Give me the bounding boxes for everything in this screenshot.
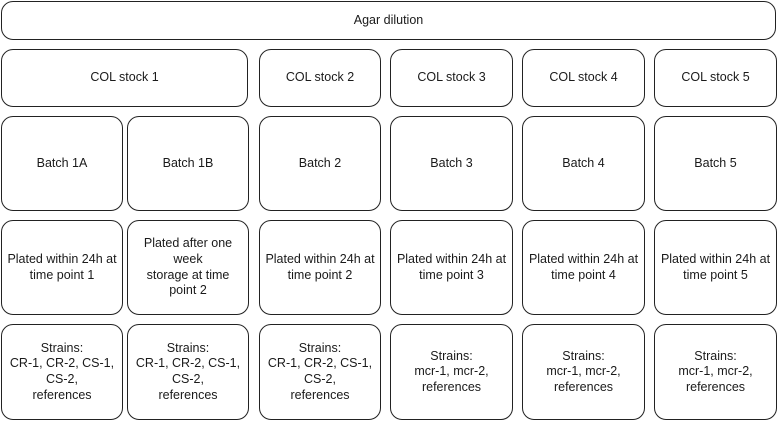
strains-node-5: Strains: mcr-1, mcr-2, references (654, 324, 777, 420)
batch-node-1a: Batch 1A (1, 116, 123, 211)
plating-label-3: Plated within 24h at time point 3 (396, 251, 507, 282)
plating-label-2: Plated within 24h at time point 2 (265, 251, 375, 282)
batch-label-5: Batch 5 (694, 155, 737, 170)
strains-label-1a: Strains: CR-1, CR-2, CS-1, CS-2, referen… (9, 340, 115, 402)
strains-label-5: Strains: mcr-1, mcr-2, references (678, 348, 753, 394)
batch-label-1a: Batch 1A (36, 155, 88, 170)
strains-node-2: Strains: CR-1, CR-2, CS-1, CS-2, referen… (259, 324, 381, 420)
plating-node-3: Plated within 24h at time point 3 (390, 220, 513, 315)
strains-label-1b: Strains: CR-1, CR-2, CS-1, CS-2, referen… (135, 340, 241, 402)
stock-node-1: COL stock 1 (1, 49, 248, 107)
plating-node-2: Plated within 24h at time point 2 (259, 220, 381, 315)
plating-label-1b: Plated after one week storage at time po… (143, 236, 233, 298)
batch-node-4: Batch 4 (522, 116, 645, 211)
strains-label-4: Strains: mcr-1, mcr-2, references (546, 348, 621, 394)
batch-label-1b: Batch 1B (162, 155, 214, 170)
strains-node-3: Strains: mcr-1, mcr-2, references (390, 324, 513, 420)
batch-node-1b: Batch 1B (127, 116, 249, 211)
stock-label-3: COL stock 3 (417, 70, 486, 85)
plating-node-5: Plated within 24h at time point 5 (654, 220, 777, 315)
stock-label-2: COL stock 2 (285, 70, 355, 85)
plating-label-1a: Plated within 24h at time point 1 (7, 251, 117, 282)
stock-label-1: COL stock 1 (90, 70, 159, 85)
root-label: Agar dilution (353, 12, 424, 27)
strains-label-3: Strains: mcr-1, mcr-2, references (414, 348, 489, 394)
batch-node-2: Batch 2 (259, 116, 381, 211)
plating-node-4: Plated within 24h at time point 4 (522, 220, 645, 315)
batch-label-4: Batch 4 (562, 155, 605, 170)
plating-label-4: Plated within 24h at time point 4 (528, 251, 639, 282)
root-node: Agar dilution (1, 1, 776, 40)
batch-label-3: Batch 3 (430, 155, 473, 170)
plating-node-1b: Plated after one week storage at time po… (127, 220, 249, 315)
batch-node-3: Batch 3 (390, 116, 513, 211)
stock-node-3: COL stock 3 (390, 49, 513, 107)
stock-node-5: COL stock 5 (654, 49, 777, 107)
batch-node-5: Batch 5 (654, 116, 777, 211)
plating-node-1a: Plated within 24h at time point 1 (1, 220, 123, 315)
stock-label-5: COL stock 5 (681, 70, 750, 85)
strains-node-1a: Strains: CR-1, CR-2, CS-1, CS-2, referen… (1, 324, 123, 420)
strains-label-2: Strains: CR-1, CR-2, CS-1, CS-2, referen… (267, 340, 373, 402)
stock-node-4: COL stock 4 (522, 49, 645, 107)
stock-node-2: COL stock 2 (259, 49, 381, 107)
batch-label-2: Batch 2 (298, 155, 342, 170)
strains-node-4: Strains: mcr-1, mcr-2, references (522, 324, 645, 420)
stock-label-4: COL stock 4 (549, 70, 618, 85)
plating-label-5: Plated within 24h at time point 5 (660, 251, 771, 282)
strains-node-1b: Strains: CR-1, CR-2, CS-1, CS-2, referen… (127, 324, 249, 420)
